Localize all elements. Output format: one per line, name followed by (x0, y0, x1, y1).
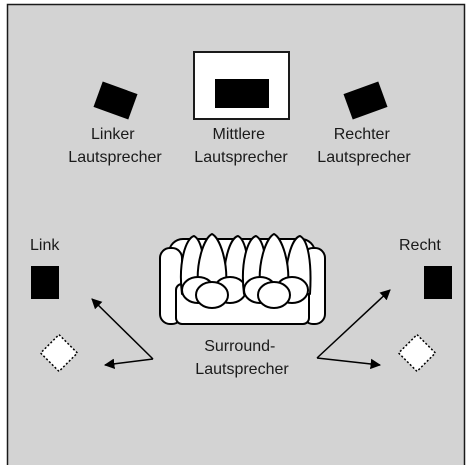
left-side-speaker-icon (31, 266, 59, 299)
front-left-label-line1: Linker (91, 126, 135, 143)
center-label-line1: Mittlere (213, 126, 266, 143)
surround-label-line2: Lautsprecher (195, 361, 289, 378)
right-arrow-to-side (316, 289, 391, 359)
center-label: Mittlere Lautsprecher (194, 126, 288, 166)
front-right-label-line2: Lautsprecher (317, 149, 411, 166)
surround-label: Surround- Lautsprecher (195, 338, 289, 378)
surround-label-line1: Surround- (204, 338, 275, 355)
front-right-label-line1: Rechter (334, 126, 391, 143)
front-left-label: Linker Lautsprecher (68, 126, 162, 166)
center-label-line2: Lautsprecher (194, 149, 288, 166)
sofa-with-listeners-icon (159, 233, 326, 325)
left-arrow-to-rear (103, 358, 154, 370)
center-speaker-icon (215, 79, 269, 108)
right-side-speaker-icon (424, 266, 452, 299)
front-left-speaker-icon (93, 81, 138, 120)
right-side-label: Recht (399, 237, 441, 254)
front-left-label-line2: Lautsprecher (68, 149, 162, 166)
rear-left-speaker-icon (39, 333, 79, 373)
front-right-speaker-icon (343, 81, 388, 120)
right-arrow-to-rear (316, 357, 382, 370)
rear-right-speaker-icon (397, 333, 437, 373)
left-arrow-to-side (91, 298, 154, 360)
left-side-label: Link (30, 237, 60, 254)
front-right-label: Rechter Lautsprecher (317, 126, 411, 166)
